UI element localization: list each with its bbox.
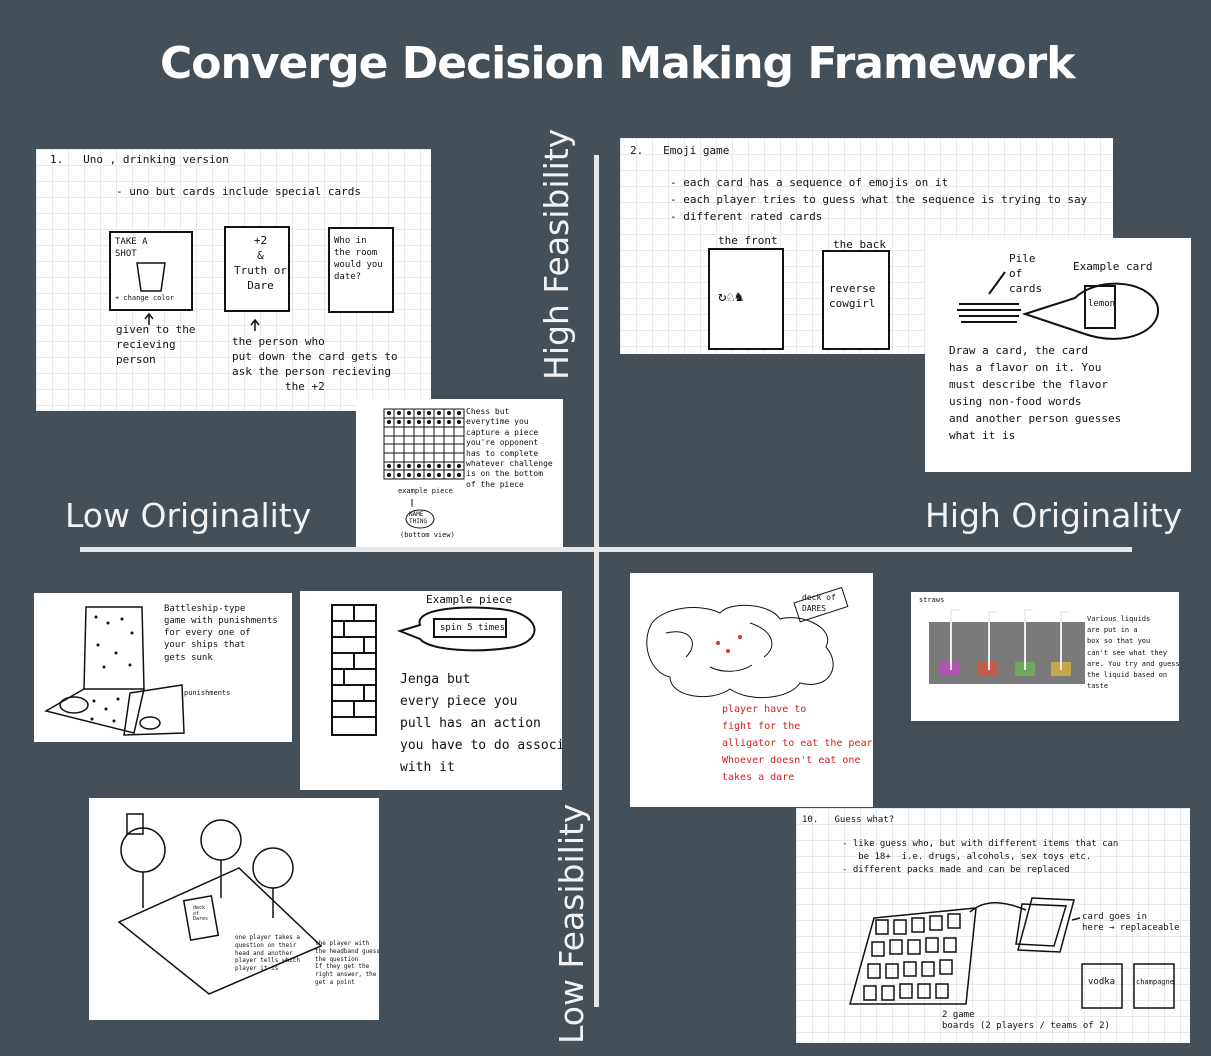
emoji-front-card: ↻♘♞ [708, 248, 784, 350]
uno-note-given: given to the recieving person [116, 323, 196, 366]
emoji-back-label: the back [833, 238, 886, 251]
uno-plus2-card: +2 & Truth or Dare [224, 226, 290, 312]
guess-line-1: - like guess who, but with different ite… [842, 839, 1119, 849]
jenga-drawing [331, 604, 536, 736]
emoji-front-label: the front [718, 234, 778, 247]
jenga-description: Jenga but every piece you pull has an ac… [400, 672, 562, 776]
jenga-bubble-text: spin 5 times [440, 623, 506, 633]
uno-shot-card: TAKE A SHOT + change color [109, 231, 193, 311]
heads-up-deck-label: deck of Dares [193, 905, 209, 922]
uno-arrows [144, 312, 260, 331]
axis-label-high-originality: High Originality [925, 496, 1183, 535]
uno-question-card-text: Who in the room would you date? [334, 236, 383, 283]
guess-board-drawing [849, 897, 1175, 1009]
emoji-back-card-text: reverse cowgirl [829, 282, 876, 310]
battleship-sketch-card: Battleship-type game with punishments fo… [34, 593, 292, 742]
uno-note-person: the person who put down the card gets to… [232, 335, 398, 393]
chess-sketch-card: Chess but everytime you capture a piece … [356, 399, 563, 547]
axis-label-low-originality: Low Originality [65, 496, 312, 535]
heads-up-drawing [117, 813, 323, 995]
alligator-deck-label: deck of DARES [802, 593, 836, 613]
chess-example-label: example piece [398, 487, 453, 495]
alligator-sketch-card: deck of DARES player have to fight for t… [630, 573, 873, 807]
page-title: Converge Decision Making Framework [160, 38, 1076, 89]
uno-sketch-card: 1. Uno , drinking version - uno but card… [36, 149, 431, 411]
heads-up-note-2: the player with the headband guesses the… [315, 940, 379, 986]
shot-glass-icon [136, 262, 166, 292]
horizontal-axis [80, 547, 1132, 552]
chess-piece-label: NAME THING [409, 511, 428, 525]
axis-label-high-feasibility: High Feasibility [537, 128, 576, 380]
chess-bottom-view: (bottom view) [400, 531, 455, 539]
liquid-straws-label: straws [919, 596, 945, 604]
battleship-punishments: punishments [184, 689, 231, 697]
axis-label-low-feasibility: Low Feasibility [552, 803, 591, 1044]
liquid-description: Various liquids are put in a box so that… [1087, 615, 1179, 691]
guess-line-3: - different packs made and can be replac… [842, 865, 1070, 875]
flavor-card-text: lemon [1088, 299, 1116, 309]
guess-vodka-card: vodka [1088, 977, 1116, 987]
emoji-front-card-text: ↻♘♞ [718, 289, 744, 305]
vertical-axis [594, 155, 599, 1007]
uno-description: - uno but cards include special cards [116, 185, 362, 198]
emoji-line-3: - different rated cards [670, 210, 823, 223]
guess-boards-label: 2 game boards (2 players / teams of 2) [942, 1010, 1110, 1032]
heads-up-note-1: one player takes a question on their hea… [235, 934, 301, 973]
flavor-drawing [957, 271, 1160, 340]
guess-what-sketch-card: 10. Guess what? - like guess who, but wi… [796, 808, 1190, 1043]
flavor-sketch-card: Pile of cards Example card lemon Draw a … [925, 238, 1191, 472]
chess-board-drawing [383, 408, 465, 529]
guess-champagne-card: champagne [1136, 978, 1174, 986]
flavor-example-label: Example card [1073, 260, 1153, 273]
emoji-heading: 2. Emoji game [630, 144, 730, 157]
uno-shot-card-note: + change color [115, 294, 175, 302]
emoji-line-2: - each player tries to guess what the se… [670, 193, 1088, 206]
flavor-description: Draw a card, the card has a flavor on it… [949, 344, 1122, 443]
guess-heading: 10. Guess what? [802, 815, 895, 825]
uno-question-card: Who in the room would you date? [328, 227, 394, 313]
uno-plus2-card-text: +2 & Truth or Dare [234, 234, 287, 292]
alligator-drawing [646, 586, 849, 699]
liquid-guess-sketch-card: straws Various liquids are put in a box … [911, 592, 1179, 721]
emoji-line-1: - each card has a sequence of emojis on … [670, 176, 949, 189]
jenga-sketch-card: Example piece spin 5 times Jenga but eve… [300, 591, 562, 790]
guess-card-note: card goes in here → replaceable [1082, 912, 1180, 933]
uno-heading: 1. Uno , drinking version [50, 153, 229, 166]
battleship-description: Battleship-type game with punishments fo… [164, 604, 278, 663]
heads-up-sketch-card: deck of Dares one player takes a questio… [89, 798, 379, 1020]
uno-shot-card-text: TAKE A SHOT [115, 237, 148, 260]
liquid-box-drawing [929, 609, 1085, 684]
battleship-drawing [44, 606, 185, 736]
chess-description: Chess but everytime you capture a piece … [466, 407, 553, 489]
jenga-example-label: Example piece [426, 593, 513, 606]
emoji-back-card: reverse cowgirl [822, 250, 890, 350]
flavor-pile-label: Pile of cards [1009, 252, 1043, 295]
alligator-description: player have to fight for the alligator t… [722, 704, 873, 783]
guess-line-2: be 18+ i.e. drugs, alcohols, sex toys et… [842, 852, 1092, 862]
